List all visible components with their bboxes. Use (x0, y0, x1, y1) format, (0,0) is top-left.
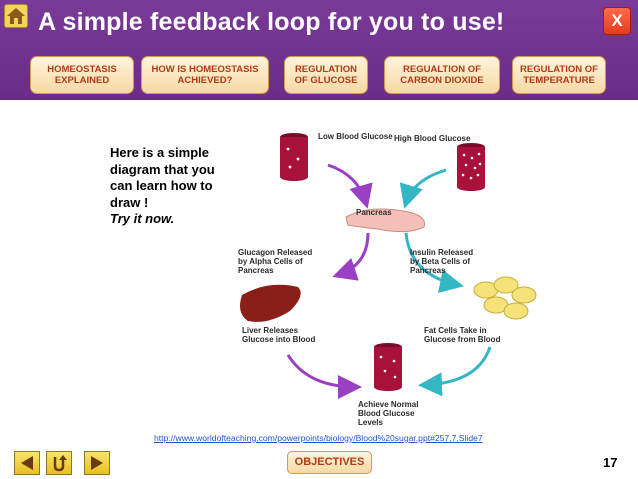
objectives-button[interactable]: OBJECTIVES (287, 451, 372, 474)
normal-glucose-vessel (374, 343, 402, 391)
low-glucose-vessel (280, 133, 308, 181)
nav-button-regulation-of-temperature[interactable]: REGULATION OF TEMPERATURE (512, 56, 606, 94)
low-to-pancreas-arrow (327, 163, 373, 209)
liver-to-normal-arrow (286, 354, 362, 399)
high-glucose-vessel (457, 143, 485, 191)
page-number: 17 (603, 455, 618, 470)
nav-button-regulation-of-carbon-dioxide[interactable]: REGUALTION OF CARBON DIOXIDE (384, 56, 500, 94)
low-glucose-label: Low Blood Glucose (318, 132, 393, 141)
home-button[interactable] (4, 4, 28, 28)
nav-button-homeostasis-explained[interactable]: HOMEOSTASIS EXPLAINED (30, 56, 134, 94)
high-glucose-label: High Blood Glucose (394, 134, 471, 143)
fat-cells-icon (473, 276, 537, 320)
intro-emphasis: Try it now. (110, 211, 175, 226)
page-title: A simple feedback loop for you to use! (38, 8, 505, 36)
home-icon (7, 8, 25, 24)
nav-button-how-is-homeostasis-achieved[interactable]: HOW IS HOMEOSTASIS ACHIEVED? (141, 56, 269, 94)
back-arrow-icon (21, 456, 33, 470)
pancreas-label: Pancreas (356, 208, 392, 217)
intro-text: Here is a simple diagram that you can le… (110, 145, 235, 228)
source-link[interactable]: http://www.worldofteaching.com/powerpoin… (154, 433, 483, 443)
liver-icon (240, 284, 301, 322)
fat-to-normal-arrow (418, 346, 492, 397)
forward-button[interactable] (84, 451, 110, 475)
pancreas-to-insulin-arrow (404, 232, 464, 294)
pancreas-to-glucagon-arrow (332, 232, 370, 281)
high-to-pancreas-arrow (399, 168, 447, 209)
back-button[interactable] (14, 451, 40, 475)
nav-button-regulation-of-glucose[interactable]: REGULATION OF GLUCOSE (284, 56, 368, 94)
intro-description: Here is a simple diagram that you can le… (110, 145, 215, 210)
return-button[interactable] (46, 451, 72, 475)
close-button[interactable]: X (603, 7, 631, 35)
pancreas-icon (345, 208, 426, 233)
close-icon: X (611, 11, 623, 30)
glucose-feedback-diagram: Low Blood Glucose High Blood Glucose Pan… (238, 132, 537, 427)
return-icon (53, 455, 67, 472)
forward-arrow-icon (91, 456, 103, 470)
